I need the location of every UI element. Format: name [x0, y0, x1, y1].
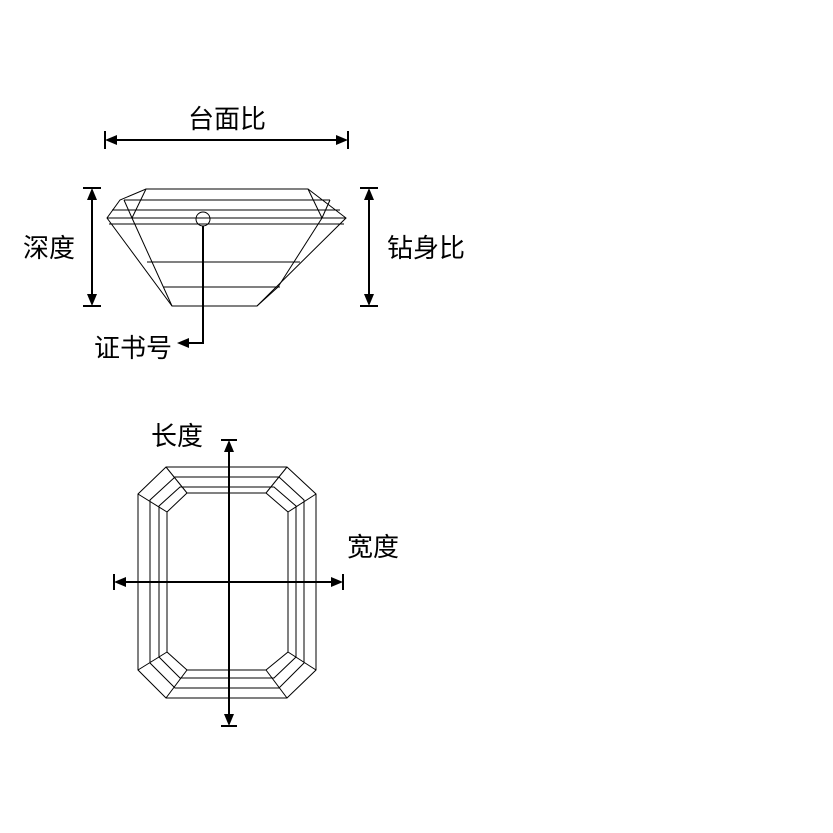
- width-arrow: [113, 574, 344, 590]
- length-label: 长度: [151, 422, 203, 452]
- pavilion-ratio-arrow: [360, 187, 378, 307]
- certificate-number-pointer: [177, 211, 211, 348]
- table-ratio-arrow: [104, 131, 349, 149]
- table-ratio-label: 台面比: [188, 105, 266, 135]
- width-label: 宽度: [347, 533, 399, 563]
- depth-label: 深度: [23, 234, 75, 264]
- gem-top-view: [137, 466, 317, 699]
- pavilion-ratio-label: 钻身比: [387, 234, 465, 264]
- gem-side-view: [106, 188, 347, 307]
- certificate-number-label: 证书号: [94, 334, 172, 364]
- depth-arrow: [83, 187, 101, 307]
